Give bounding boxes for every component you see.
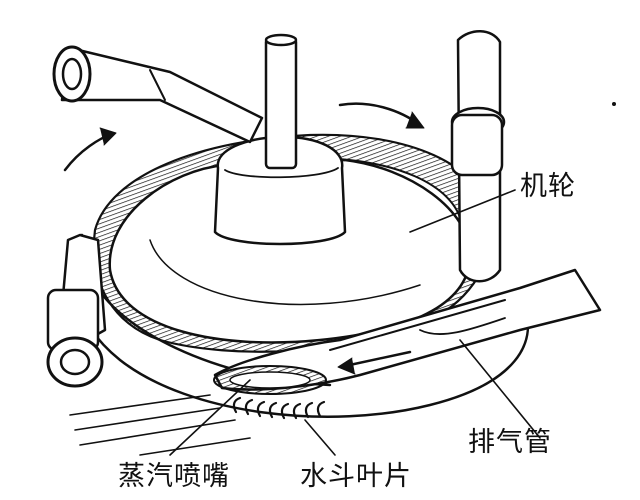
label-steam-nozzle: 蒸汽喷嘴 xyxy=(118,461,230,492)
wheel-hub xyxy=(213,135,347,246)
label-wheel: 机轮 xyxy=(520,171,576,202)
label-exhaust-pipe: 排气管 xyxy=(468,427,552,458)
label-bucket-blades: 水斗叶片 xyxy=(300,461,412,492)
floor-hatching xyxy=(69,394,251,456)
pipe-right xyxy=(450,30,506,283)
leader-lines xyxy=(169,189,541,456)
rotation-arrow-left xyxy=(63,127,117,172)
bucket-blades xyxy=(232,396,326,420)
central-shaft xyxy=(264,33,298,170)
pipe-upper-left xyxy=(52,45,264,144)
rotation-arrow-right xyxy=(338,102,425,129)
steam-nozzle xyxy=(213,365,327,395)
exhaust-flow-arrow xyxy=(337,350,412,375)
pipe-lower-left xyxy=(46,233,107,388)
